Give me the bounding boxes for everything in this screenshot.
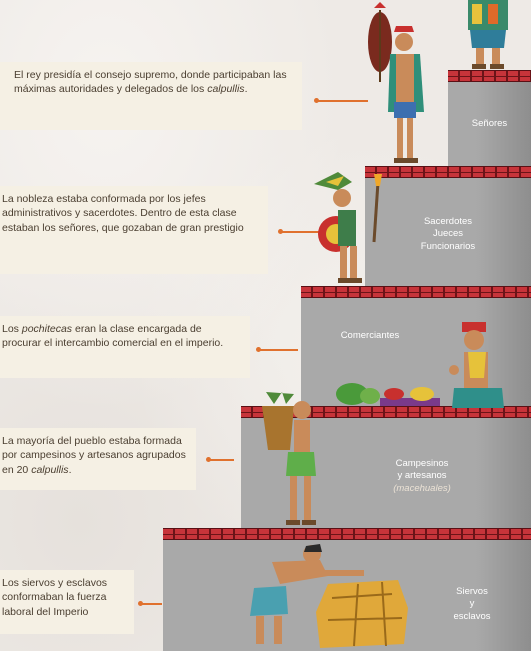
brick-ledge-4 [241,406,531,418]
step-sacerdotes [365,172,531,290]
connector-dot-nobleza [278,229,283,234]
priest-figure [314,172,382,283]
note-rey: El rey presidía el consejo supremo, dond… [0,62,302,130]
step-label-comerciantes: Comerciantes [340,330,400,341]
note-campesinos: La mayoría del pueblo estaba formada por… [0,428,196,490]
brick-ledge-2 [365,166,531,178]
connector-rey [316,100,368,102]
connector-dot-pochitecas [256,347,261,352]
note-pochitecas: Los pochitecas eran la clase encargada d… [0,316,250,378]
step-label-senores: Señores [471,118,508,129]
merchant-figure [449,322,504,408]
connector-siervos [140,603,162,605]
connector-campesinos [208,459,234,461]
note-nobleza: La nobleza estaba conformada por los jef… [0,186,268,274]
connector-dot-rey [314,98,319,103]
connector-pochitecas [258,349,298,351]
connector-dot-campesinos [206,457,211,462]
connector-dot-siervos [138,601,143,606]
servant-figure [250,544,408,648]
brick-ledge-3 [301,286,531,298]
brick-ledge-top [448,70,531,82]
merchant-goods [336,383,440,406]
step-senores [448,76,531,172]
noble-figure [368,2,424,163]
connector-nobleza [280,231,322,233]
note-siervos: Los siervos y esclavos conformaban la fu… [0,570,134,634]
farmer-figure [262,392,316,525]
ruler-figure [468,0,508,69]
brick-ledge-5 [163,528,531,540]
